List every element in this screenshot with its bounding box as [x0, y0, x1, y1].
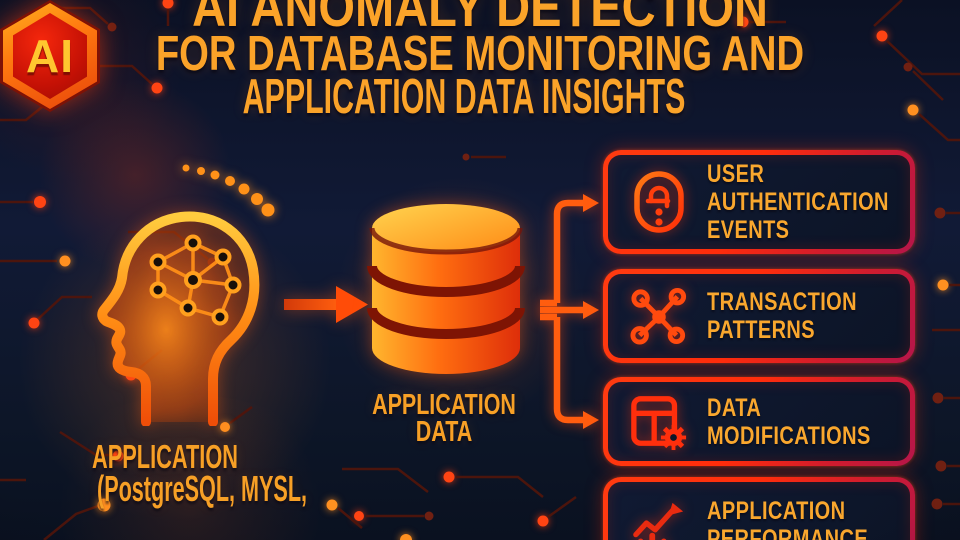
box-application-performance: APPLICATION PERFORMANCE	[603, 477, 915, 540]
table-gear-icon	[631, 395, 687, 450]
database-label: APPLICATION DATA	[372, 389, 516, 448]
ai-badge-label: AI	[26, 30, 74, 82]
box-data-modifications: DATA MODIFICATIONS	[603, 377, 915, 466]
box-label: DATA MODIFICATIONS	[707, 393, 871, 450]
arrow-head-to-database	[284, 286, 368, 323]
head-brain-icon	[97, 211, 260, 426]
database-branch-arrows	[540, 194, 599, 429]
box-user-authentication-events: USER AUTHENTICATION EVENTS	[603, 150, 915, 254]
database-icon	[367, 204, 525, 374]
lock-icon	[634, 171, 684, 233]
box-label: TRANSACTION PATTERNS	[707, 288, 857, 344]
box-label: USER AUTHENTICATION EVENTS	[707, 160, 889, 244]
ai-badge: AI	[0, 0, 100, 112]
network-nodes-icon	[630, 287, 687, 345]
chart-increase-icon	[633, 502, 684, 540]
title-line-3: APPLICATION DATA INSIGHTS	[242, 70, 686, 124]
box-transaction-patterns: TRANSACTION PATTERNS	[603, 269, 915, 363]
head-fill	[102, 216, 255, 422]
gear-icon	[660, 424, 687, 450]
box-label: APPLICATION PERFORMANCE	[707, 496, 869, 540]
source-caption-line-2: (PostgreSQL, MYSL,	[97, 468, 308, 509]
